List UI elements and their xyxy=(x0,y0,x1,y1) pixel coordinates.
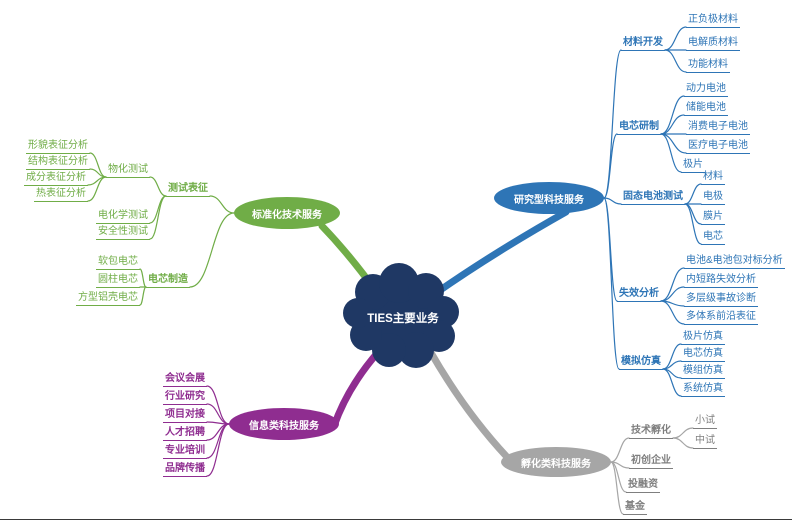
mindmap-node-label: 模拟仿真 xyxy=(619,356,663,370)
mindmap-node-label: 电极 xyxy=(701,191,725,205)
mindmap-node-label: 技术孵化 xyxy=(629,425,673,439)
mindmap-node-label: 储能电池 xyxy=(684,102,728,116)
mindmap-node-label: 基金 xyxy=(623,501,647,515)
branch-topic: 信息类科技服务 xyxy=(229,408,339,440)
branch-topic: 标准化技术服务 xyxy=(234,197,340,229)
mindmap-node-label: 中试 xyxy=(693,435,717,449)
mindmap-node-label: 会议会展 xyxy=(163,373,207,387)
mindmap-node-label: 膜片 xyxy=(701,211,725,225)
mindmap-node-label: 结构表征分析 xyxy=(26,156,90,170)
mindmap-node-label: 极片仿真 xyxy=(681,331,725,345)
mindmap-node-label: 电解质材料 xyxy=(686,37,740,51)
mindmap-node-label: 电化学测试 xyxy=(96,210,150,224)
mindmap-node-label: 人才招聘 xyxy=(163,427,207,441)
mindmap-node-label: 消费电子电池 xyxy=(686,121,750,135)
mindmap-node-label: 形貌表征分析 xyxy=(26,140,90,154)
mindmap-node-label: 极片 xyxy=(681,159,705,173)
central-cloud-shape xyxy=(398,332,434,368)
mindmap-node-label: 电芯 xyxy=(701,231,725,245)
mindmap-node-label: 固态电池测试 xyxy=(621,191,685,205)
mindmap-node-label: 电芯制造 xyxy=(146,274,190,288)
mindmap-node-label: 投融资 xyxy=(626,479,660,493)
mindmap-node-label: 专业培训 xyxy=(163,445,207,459)
branch-topic: 研究型科技服务 xyxy=(494,182,604,214)
branch-topic: 孵化类科技服务 xyxy=(501,447,611,477)
mindmap-node-label: 失效分析 xyxy=(617,288,661,302)
central-cloud-shape xyxy=(343,298,373,328)
mindmap-node-label: 物化测试 xyxy=(106,164,150,178)
mindmap-node-label: 正负极材料 xyxy=(686,14,740,28)
mindmap-node-label: 内短路失效分析 xyxy=(684,274,758,288)
bottom-rule xyxy=(0,519,792,520)
mindmap-node-label: 项目对接 xyxy=(163,409,207,423)
mindmap-node-label: 小试 xyxy=(693,415,717,429)
mindmap-node-label: 多层级事故诊断 xyxy=(684,293,758,307)
central-topic: TIES主要业务 xyxy=(367,313,439,325)
mindmap-node-label: 初创企业 xyxy=(629,455,673,469)
mindmap-node-label: 安全性测试 xyxy=(96,226,150,240)
mindmap-node-label: 模组仿真 xyxy=(681,365,725,379)
mindmap-node-label: 行业研究 xyxy=(163,391,207,405)
mindmap-node-label: 电芯研制 xyxy=(617,121,661,135)
mindmap-node-label: 电芯仿真 xyxy=(681,348,725,362)
central-cloud-shape xyxy=(427,296,459,328)
mindmap-node-label: 电池&电池包对标分析 xyxy=(684,255,785,269)
mindmap-node-label: 软包电芯 xyxy=(96,256,140,270)
mindmap-node-label: 材料 xyxy=(701,171,725,185)
mindmap-node-label: 热表征分析 xyxy=(34,188,88,202)
mindmap-node-label: 方型铝壳电芯 xyxy=(76,292,140,306)
mindmap-node-label: 品牌传播 xyxy=(163,463,207,477)
mindmap-node-label: 系统仿真 xyxy=(681,383,725,397)
mindmap-node-label: 测试表征 xyxy=(166,183,210,197)
mindmap-node-label: 圆柱电芯 xyxy=(96,274,140,288)
mindmap-node-label: 动力电池 xyxy=(684,83,728,97)
mindmap-node-label: 医疗电子电池 xyxy=(686,140,750,154)
mindmap-node-label: 成分表征分析 xyxy=(24,172,88,186)
mindmap-node-label: 材料开发 xyxy=(621,37,665,51)
mindmap-node-label: 功能材料 xyxy=(686,59,730,73)
mindmap-node-label: 多体系前沿表征 xyxy=(684,311,758,325)
